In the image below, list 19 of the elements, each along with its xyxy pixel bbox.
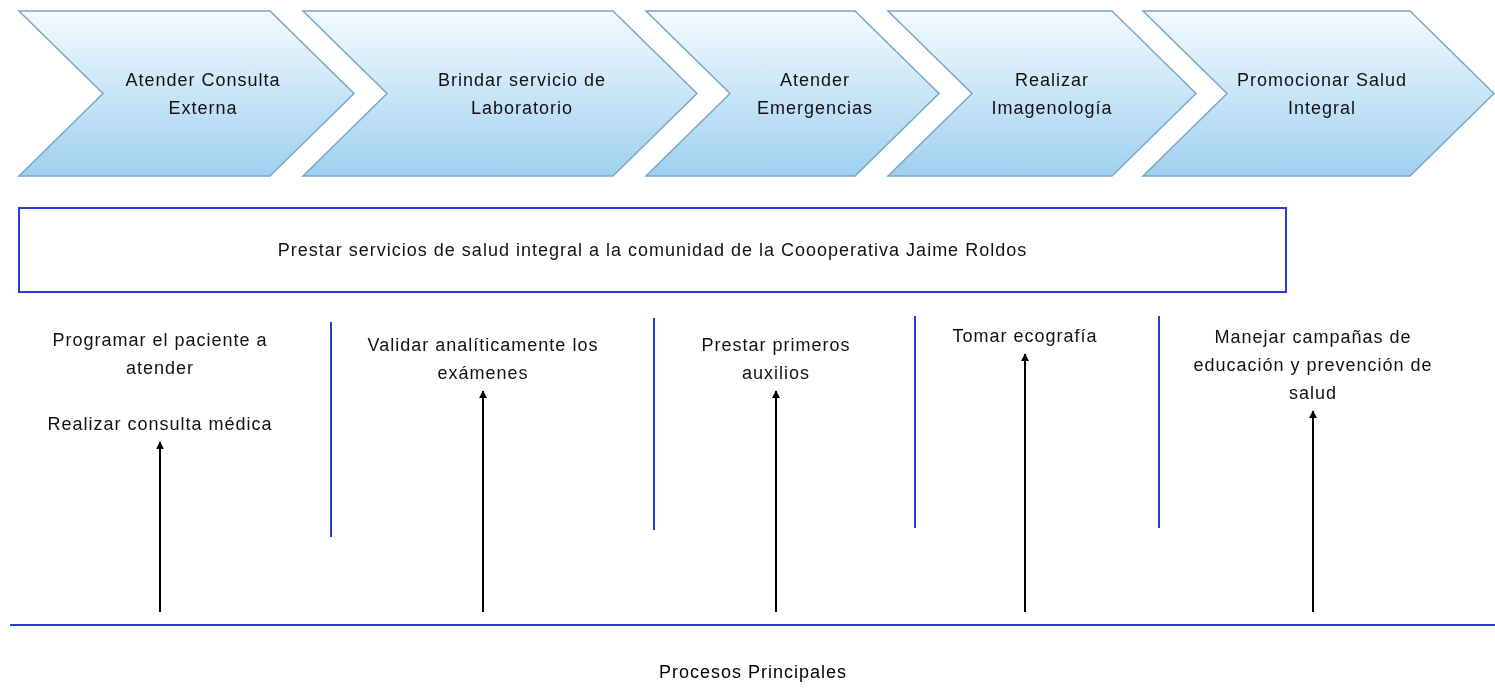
- arrow: [772, 390, 780, 613]
- arrow: [479, 390, 487, 613]
- process-label: Promocionar Salud Integral: [1235, 68, 1409, 120]
- subprocess-label: Validar analíticamente los exámenes: [366, 334, 600, 385]
- footer-label: Procesos Principales: [657, 662, 849, 683]
- process-label: Brindar servicio de Laboratorio: [436, 68, 608, 120]
- subprocess-label: Manejar campañas de educación y prevención de salud: [1192, 326, 1434, 405]
- process-label: Atender Consulta Externa: [124, 68, 282, 120]
- subprocess-label: Programar el paciente a atender: [51, 329, 269, 380]
- arrow: [1309, 410, 1317, 613]
- objective-text: Prestar servicios de salud integral a la comunidad de la Coooperativa Jaime Roldos: [277, 239, 1028, 262]
- objective-box: [18, 207, 1287, 293]
- process-label: Atender Emergencias: [755, 68, 874, 120]
- subprocess-label: Tomar ecografía: [951, 325, 1099, 348]
- subprocess-label: Prestar primeros auxilios: [700, 334, 852, 385]
- arrow: [156, 441, 164, 613]
- subprocess-label: Realizar consulta médica: [46, 413, 274, 436]
- arrow: [1021, 353, 1029, 613]
- process-label: Realizar Imagenología: [990, 68, 1114, 120]
